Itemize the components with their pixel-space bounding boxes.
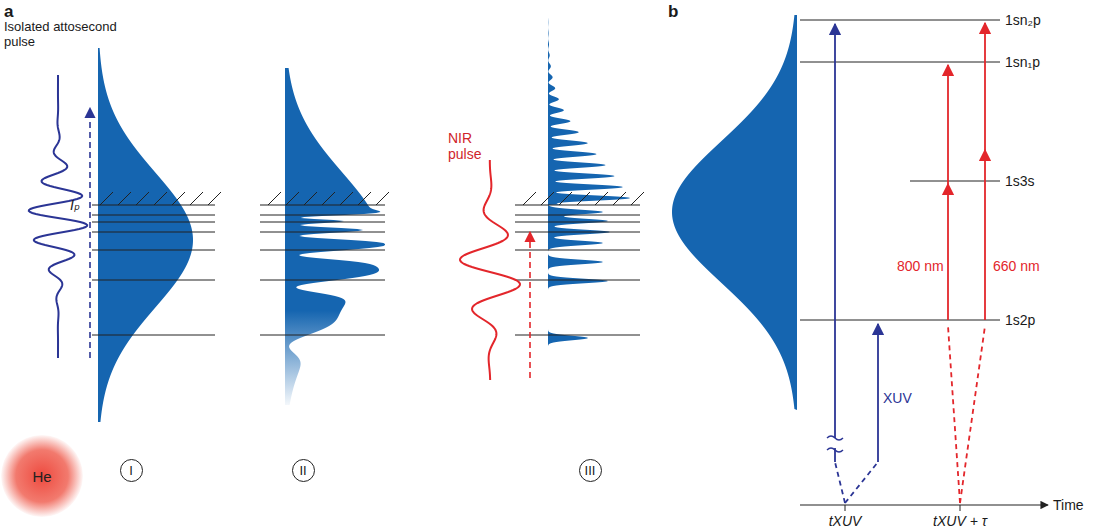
energy-level [800, 320, 1000, 321]
state-label: 1sn₂p [1005, 12, 1041, 28]
hatch [523, 192, 536, 205]
pulse-label: Isolated attosecond pulse [4, 20, 139, 50]
pulse-label: XUV [883, 390, 912, 406]
dashed-origin [835, 462, 845, 503]
hatch [541, 192, 554, 205]
energy-level [515, 222, 640, 223]
helium-atom: He [1, 435, 83, 517]
wavelength-label: 800 nm [897, 258, 944, 274]
step-number: III [579, 459, 602, 482]
energy-level [260, 232, 385, 233]
node-text: III [585, 463, 596, 478]
state-label: 1sn₁p [1005, 54, 1040, 70]
node-text: II [299, 463, 306, 478]
energy-level [515, 280, 640, 281]
hatch [613, 192, 626, 205]
hatch [154, 192, 167, 205]
xuv-arrow [834, 24, 836, 438]
node-text: I [129, 463, 133, 478]
hatch [100, 192, 113, 205]
panel-letter: a [4, 2, 13, 22]
energy-level [260, 280, 385, 281]
hatch [118, 192, 131, 205]
hatch [340, 192, 353, 205]
ionization-potential: Iₚ [70, 197, 80, 213]
hatch [322, 192, 335, 205]
energy-level [260, 222, 385, 223]
ionization-threshold [92, 204, 215, 205]
hatch [304, 192, 317, 205]
state-label: 1s2p [1005, 312, 1035, 328]
excitation-arrow [89, 108, 91, 358]
spectrum-shape [285, 68, 385, 405]
energy-level [260, 215, 385, 216]
time-axis [800, 504, 1048, 505]
energy-level [515, 335, 640, 336]
energy-level [260, 250, 385, 251]
energy-level [92, 250, 215, 251]
dashed-origin [948, 326, 960, 503]
node-text: He [32, 468, 51, 485]
spectrum-shape [98, 48, 193, 422]
hatch [136, 192, 149, 205]
nir-arrow [947, 184, 949, 320]
tick [960, 505, 961, 511]
energy-level [92, 215, 215, 216]
energy-level [515, 250, 640, 251]
attosecond-pulse [29, 75, 87, 358]
pulse-label: NIR pulse [448, 130, 492, 162]
energy-level [92, 335, 215, 336]
energy-level [800, 62, 1000, 63]
dashed-origin [845, 462, 878, 503]
hatch [268, 192, 281, 205]
hatch [559, 192, 572, 205]
spectrum-shape [548, 18, 630, 365]
time-label: tXUV [829, 513, 862, 529]
spectrum-shape [672, 15, 797, 410]
wavelength-label: 660 nm [993, 258, 1040, 274]
hatch [172, 192, 185, 205]
state-label: 1s3s [1005, 173, 1035, 189]
axis-break [827, 436, 843, 452]
energy-level [92, 280, 215, 281]
nir-pulse [460, 160, 520, 380]
tick [845, 505, 846, 511]
axis-label: Time [1053, 497, 1084, 513]
hatch [190, 192, 203, 205]
step-number: II [292, 459, 315, 482]
energy-level [515, 215, 640, 216]
hatch [286, 192, 299, 205]
nir-arrow [947, 65, 949, 184]
hatch [631, 192, 644, 205]
energy-level [92, 232, 215, 233]
xuv-arrow [877, 324, 879, 462]
hatch [376, 192, 389, 205]
hatch [595, 192, 608, 205]
energy-level [910, 181, 1000, 182]
nir-arrow [529, 232, 531, 378]
energy-level [515, 232, 640, 233]
energy-level [92, 222, 215, 223]
step-number: I [120, 459, 143, 482]
energy-level [800, 20, 1000, 21]
energy-level [260, 335, 385, 336]
nir-arrow [984, 23, 986, 150]
panel-letter: b [668, 2, 678, 22]
hatch [208, 192, 221, 205]
hatch [358, 192, 371, 205]
time-label: tXUV + τ [933, 513, 987, 529]
nir-arrow [984, 150, 986, 320]
hatch [577, 192, 590, 205]
dashed-origin [960, 326, 985, 503]
